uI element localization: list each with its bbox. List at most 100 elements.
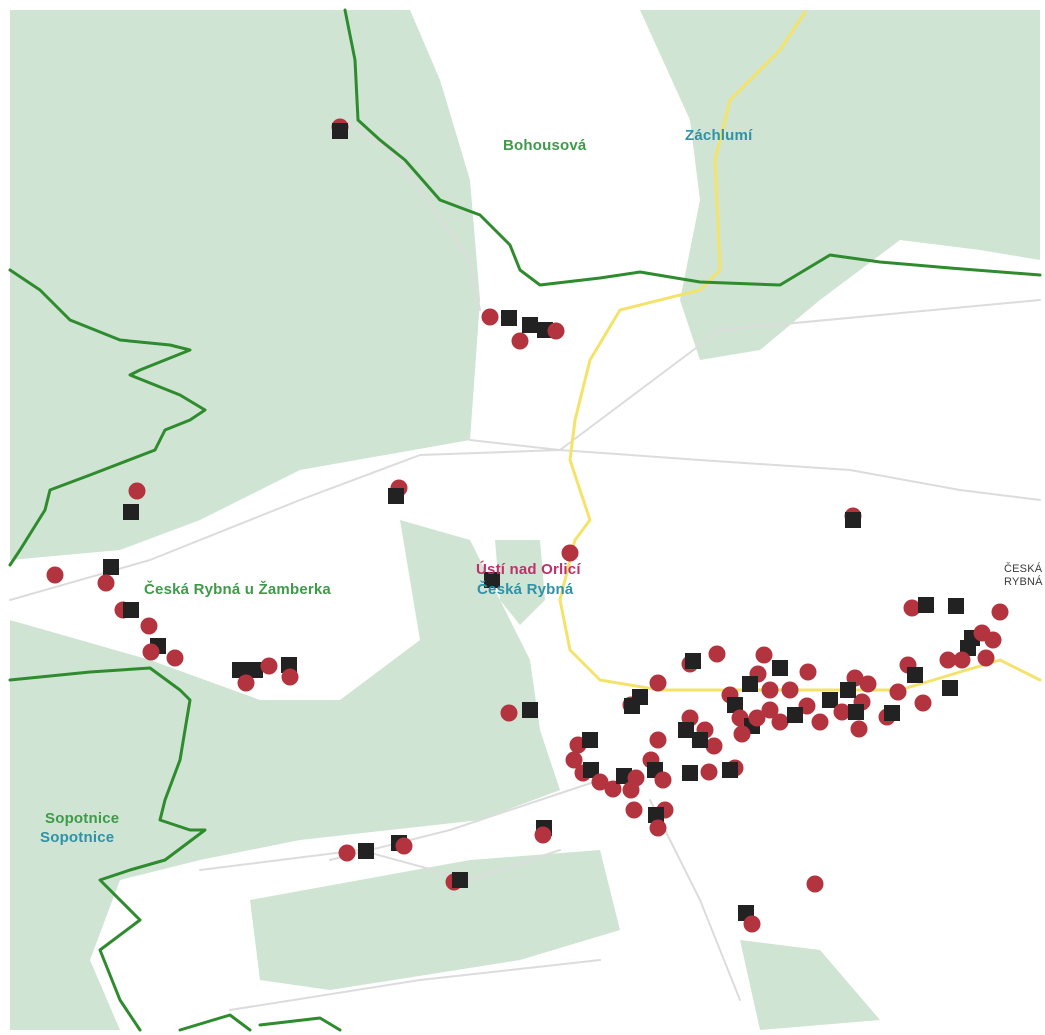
red-circle-marker-icon[interactable]: [748, 709, 766, 727]
minor-road-4: [199, 849, 561, 881]
red-circle-marker-icon[interactable]: [755, 646, 773, 664]
black-square-marker-icon[interactable]: [522, 317, 538, 333]
red-circle-marker-icon[interactable]: [833, 703, 851, 721]
black-square-marker-icon[interactable]: [501, 310, 517, 326]
black-square-marker-icon[interactable]: [281, 657, 297, 673]
black-square-marker-icon[interactable]: [692, 732, 708, 748]
black-square-marker-icon[interactable]: [624, 698, 640, 714]
black-square-marker-icon[interactable]: [884, 705, 900, 721]
forest-area-center-patch: [495, 540, 545, 625]
minor-road-5: [649, 799, 741, 1001]
red-circle-marker-icon[interactable]: [939, 651, 957, 669]
black-square-marker-icon[interactable]: [678, 722, 694, 738]
red-circle-marker-icon[interactable]: [338, 844, 356, 862]
black-square-marker-icon[interactable]: [682, 765, 698, 781]
black-square-marker-icon[interactable]: [582, 732, 598, 748]
red-circle-marker-icon[interactable]: [97, 574, 115, 592]
red-circle-marker-icon[interactable]: [705, 737, 723, 755]
red-circle-marker-icon[interactable]: [561, 544, 579, 562]
black-square-marker-icon[interactable]: [522, 702, 538, 718]
red-circle-marker-icon[interactable]: [811, 713, 829, 731]
red-circle-marker-icon[interactable]: [889, 683, 907, 701]
black-square-marker-icon[interactable]: [123, 602, 139, 618]
red-circle-marker-icon[interactable]: [850, 720, 868, 738]
red-circle-marker-icon[interactable]: [953, 651, 971, 669]
red-circle-marker-icon[interactable]: [984, 631, 1002, 649]
black-square-marker-icon[interactable]: [103, 559, 119, 575]
red-circle-marker-icon[interactable]: [128, 482, 146, 500]
municipality-boundary-4: [178, 1013, 252, 1032]
red-circle-marker-icon[interactable]: [140, 617, 158, 635]
red-circle-marker-icon[interactable]: [991, 603, 1009, 621]
municipality-boundaries: [8, 8, 1042, 1032]
black-square-marker-icon[interactable]: [648, 807, 664, 823]
black-square-marker-icon[interactable]: [742, 676, 758, 692]
red-circle-marker-icon[interactable]: [604, 780, 622, 798]
black-square-marker-icon[interactable]: [727, 697, 743, 713]
forest-area-west-south: [10, 520, 560, 1030]
black-square-marker-icon[interactable]: [787, 707, 803, 723]
black-square-marker-icon[interactable]: [247, 662, 263, 678]
red-circle-marker-icon[interactable]: [761, 701, 779, 719]
black-square-marker-icon[interactable]: [358, 843, 374, 859]
red-circle-marker-icon[interactable]: [708, 645, 726, 663]
red-circle-marker-icon[interactable]: [281, 668, 299, 686]
forest-areas: [10, 10, 1040, 1030]
place-label-ceska-rybna-edge-line1: ČESKÁ: [1004, 563, 1043, 575]
black-square-marker-icon[interactable]: [232, 662, 248, 678]
municipality-boundary-1: [343, 8, 1042, 287]
black-square-marker-icon[interactable]: [822, 692, 838, 708]
black-square-marker-icon[interactable]: [722, 762, 738, 778]
black-square-marker-icon[interactable]: [772, 660, 788, 676]
red-circle-marker-icon[interactable]: [743, 915, 761, 933]
black-square-marker-icon[interactable]: [907, 667, 923, 683]
red-circle-marker-icon[interactable]: [977, 649, 995, 667]
red-circle-marker-icon[interactable]: [511, 332, 529, 350]
red-circle-marker-icon[interactable]: [591, 773, 609, 791]
red-circle-marker-icon[interactable]: [733, 725, 751, 743]
red-circle-marker-icon[interactable]: [237, 674, 255, 692]
black-square-marker-icon[interactable]: [484, 572, 500, 588]
red-circle-marker-icon[interactable]: [859, 675, 877, 693]
minor-road-7: [229, 959, 601, 1011]
red-circle-marker-icon[interactable]: [761, 681, 779, 699]
red-circle-marker-icon[interactable]: [622, 781, 640, 799]
black-square-marker-icon[interactable]: [942, 680, 958, 696]
black-square-marker-icon[interactable]: [840, 682, 856, 698]
red-circle-marker-icon[interactable]: [771, 713, 789, 731]
red-circle-marker-icon[interactable]: [395, 837, 413, 855]
black-square-marker-icon[interactable]: [848, 704, 864, 720]
minor-road-3: [329, 779, 601, 861]
red-circle-marker-icon[interactable]: [500, 704, 518, 722]
red-circle-marker-icon[interactable]: [914, 694, 932, 712]
black-square-marker-icon[interactable]: [583, 762, 599, 778]
black-square-marker-icon[interactable]: [685, 653, 701, 669]
red-circle-marker-icon[interactable]: [903, 599, 921, 617]
red-circle-marker-icon[interactable]: [700, 763, 718, 781]
red-circle-marker-icon[interactable]: [534, 826, 552, 844]
red-circle-marker-icon[interactable]: [46, 566, 64, 584]
red-circle-marker-icon[interactable]: [625, 801, 643, 819]
red-circle-marker-icon[interactable]: [166, 649, 184, 667]
red-circle-marker-icon[interactable]: [481, 308, 499, 326]
place-label-ceska-rybna-edge-line2: RYBNÁ: [1004, 576, 1043, 588]
black-square-marker-icon[interactable]: [332, 123, 348, 139]
black-square-marker-icon[interactable]: [388, 488, 404, 504]
black-square-marker-icon[interactable]: [452, 872, 468, 888]
black-square-marker-icon[interactable]: [845, 512, 861, 528]
red-circle-marker-icon[interactable]: [649, 819, 667, 837]
red-circle-marker-icon[interactable]: [547, 322, 565, 340]
red-circle-marker-icon[interactable]: [806, 875, 824, 893]
red-circle-marker-icon[interactable]: [654, 771, 672, 789]
black-square-marker-icon[interactable]: [123, 504, 139, 520]
red-circle-marker-icon[interactable]: [781, 681, 799, 699]
red-circle-marker-icon[interactable]: [565, 751, 583, 769]
red-circle-marker-icon[interactable]: [260, 657, 278, 675]
black-square-marker-icon[interactable]: [948, 598, 964, 614]
red-circle-marker-icon[interactable]: [142, 643, 160, 661]
red-circle-marker-icon[interactable]: [649, 674, 667, 692]
red-circle-marker-icon[interactable]: [649, 731, 667, 749]
red-circle-marker-icon[interactable]: [799, 663, 817, 681]
black-square-marker-icon[interactable]: [918, 597, 934, 613]
